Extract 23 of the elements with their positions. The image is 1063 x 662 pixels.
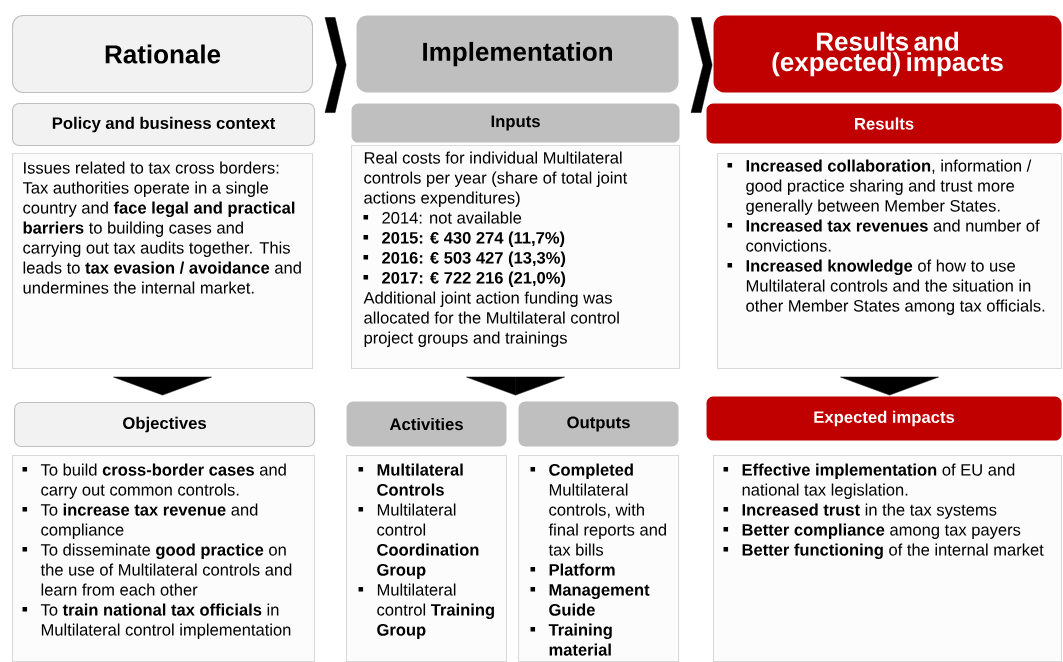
section-header: Outputs — [518, 401, 679, 447]
section-header: Activities — [346, 401, 507, 447]
content-panel: Increased collaboration, information / good practice sharing and trust more generally between Member States. Increased tax revenues and number of convictions. Increased knowledge of how to use Multilateral controls and the situation in other Member States among tax officials. — [717, 153, 1063, 370]
down-arrow — [515, 376, 565, 396]
stage-banner: Rationale — [12, 15, 314, 94]
stage-banner: Implementation — [356, 15, 679, 93]
stage-banner: Results and (expected) impacts — [713, 15, 1062, 93]
content-panel: Issues related to tax cross borders: Tax authorities operate in a single country and face legal and practical barriers to building cases and carrying out tax audits together. This leads to tax evasion / avoidance and undermines the internal market. — [12, 153, 314, 370]
down-arrow — [840, 376, 939, 396]
down-arrow — [466, 376, 516, 396]
content-panel: Effective implementation of EU and national tax legislation. Increased trust in the tax systems Better compliance among tax payers Better functioning of the internal market — [713, 455, 1063, 662]
content-panel: Multilateral Controls Multilateral control Coordination Group Multilateral control Training Group — [346, 455, 508, 662]
content-panel: Completed Multilateral controls, with final reports and tax bills Platform Management Guide Training material — [518, 455, 680, 662]
chevron-arrow — [324, 17, 347, 113]
section-header: Objectives — [14, 402, 316, 448]
chevron-arrow — [690, 17, 713, 113]
section-header: Expected impacts — [706, 396, 1062, 441]
content-panel: To build cross-border cases and carry out common controls. To increase tax revenue and compliance To disseminate good practice on the use of Multilateral controls and learn from each other To train national tax officials in Multilateral control implementation — [12, 455, 316, 662]
down-arrow — [113, 376, 212, 396]
section-header: Inputs — [351, 103, 680, 143]
section-header: Policy and business context — [12, 103, 316, 147]
section-header: Results — [706, 103, 1062, 144]
content-panel: Real costs for individual Multilateral controls per year (share of total joint actions expenditures) 2014: not available 2015: € 430 274 (11,7%) 2016: € 503 427 (13,3%) 2017: € 722 216 (21,0%) Additional joint action funding was allocated for the Multilateral control project groups and trainings — [351, 145, 681, 370]
